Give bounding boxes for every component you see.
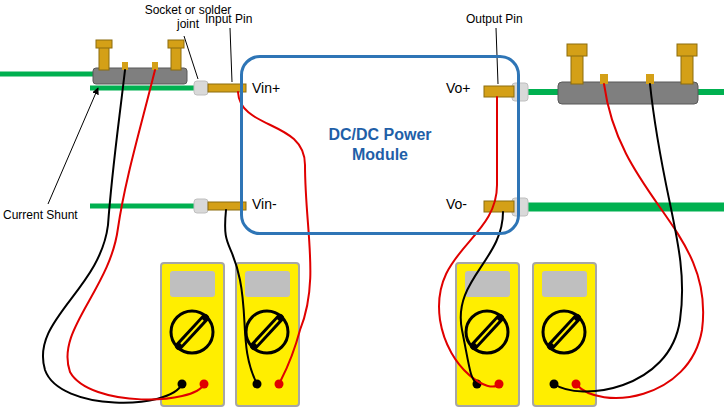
multimeter	[533, 263, 596, 406]
leader-line	[230, 28, 232, 82]
callout-label: Current Shunt	[3, 208, 78, 222]
shunt-terminal-nut	[96, 40, 112, 48]
green-wire	[90, 204, 196, 209]
probe-wire-black	[554, 84, 682, 391]
leader-arrow	[48, 88, 98, 204]
power-module-box: DC/DC Power Module	[240, 55, 520, 235]
pin-name: Vo+	[446, 80, 471, 96]
shunt-sense-pad	[122, 62, 128, 70]
shunt-sense-pad	[600, 74, 608, 84]
shunt-terminal	[681, 54, 693, 84]
shunt-terminal	[171, 46, 181, 70]
shunt-terminal-nut	[677, 44, 697, 56]
green-wire	[526, 203, 724, 212]
output-pin	[484, 201, 514, 212]
module-title: DC/DC Power Module	[315, 125, 445, 165]
callout-label: Input Pin	[205, 12, 252, 26]
shunt-terminal	[99, 46, 109, 70]
pin-name: Vo-	[446, 196, 467, 212]
shunt-terminal	[571, 54, 583, 84]
callout-label: Output Pin	[466, 12, 523, 26]
shunt-sense-pad	[646, 74, 654, 84]
shunt-terminal-nut	[168, 40, 184, 48]
shunt-sense-pad	[152, 62, 158, 70]
multimeter	[456, 263, 519, 406]
probe-wire-red	[576, 84, 703, 398]
multimeter	[161, 263, 224, 406]
output-pin	[484, 86, 514, 97]
probe-wire-black	[461, 212, 503, 384]
probe-wire-red	[67, 70, 204, 400]
leader-line	[184, 36, 198, 79]
probe-wire-black	[225, 210, 257, 384]
socket	[194, 81, 208, 95]
probe-wire-red	[439, 97, 499, 387]
socket	[194, 199, 208, 213]
pin-name: Vin+	[252, 80, 280, 96]
shunt-terminal-nut	[567, 44, 587, 56]
pin-name: Vin-	[252, 196, 277, 212]
probe-wire-black	[43, 70, 182, 403]
green-wire	[0, 72, 95, 77]
probe-wire-red	[238, 92, 310, 384]
green-wire	[90, 86, 196, 91]
current-shunt	[558, 82, 698, 104]
